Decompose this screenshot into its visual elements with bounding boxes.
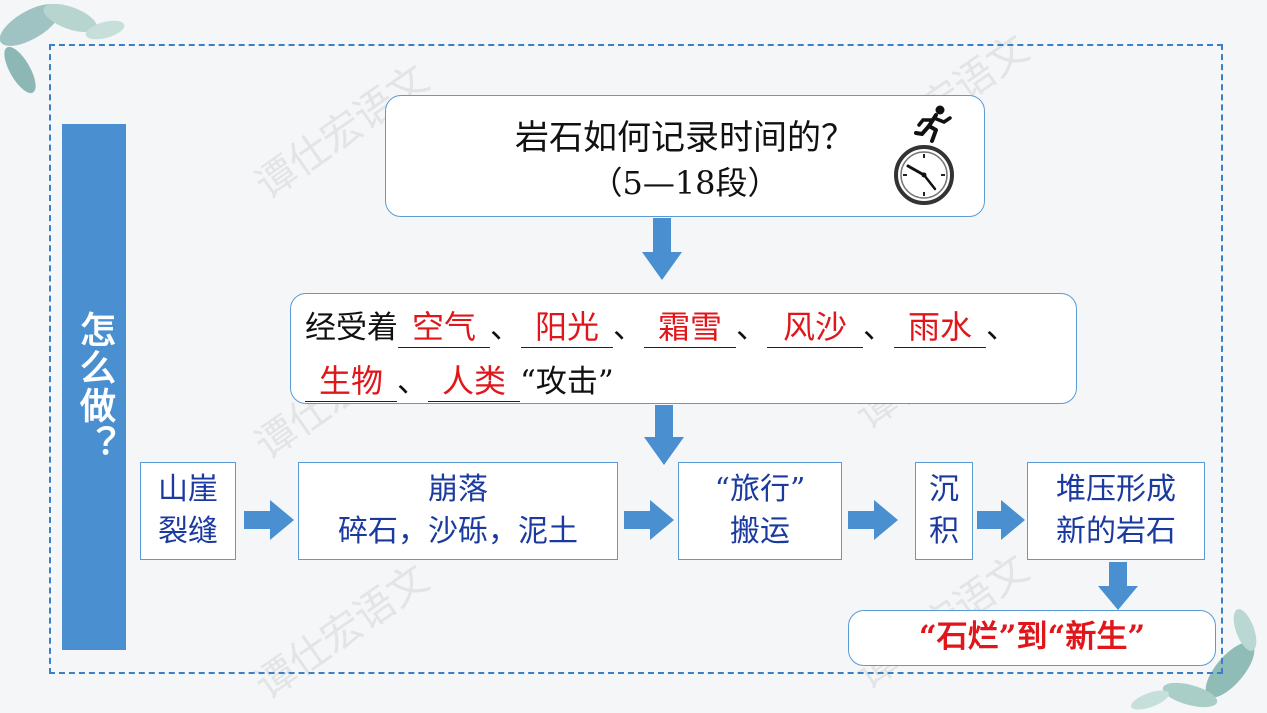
flow-step: 堆压形成 新的岩石: [1027, 462, 1205, 560]
arrow-right-icon: [244, 500, 294, 540]
flow-step-line: 山崖: [158, 472, 218, 507]
answer-blank: 风沙: [767, 307, 863, 348]
flow-step-line: 新的岩石: [1056, 514, 1176, 549]
answer-blank: 霜雪: [644, 307, 736, 348]
attack-suffix: “攻击”: [520, 364, 614, 400]
flow-step-line: 沉: [929, 472, 959, 507]
answer-blank: 空气: [398, 307, 490, 348]
side-title: 怎么做？: [74, 311, 115, 463]
arrow-right-icon: [977, 500, 1025, 540]
result-box: “石烂”到“新生”: [848, 610, 1216, 666]
separator: 、: [986, 310, 1017, 346]
flow-step: 山崖 裂缝: [140, 462, 236, 560]
flow-step: “旅行” 搬运: [678, 462, 842, 560]
side-title-bar: 怎么做？: [62, 124, 126, 650]
flow-step-line: 崩落: [428, 472, 488, 507]
separator: 、: [736, 310, 767, 346]
flow-step-line: 堆压形成: [1056, 472, 1176, 507]
arrow-down-icon: [644, 405, 684, 465]
separator: 、: [863, 310, 894, 346]
question-title: 岩石如何记录时间的？: [515, 118, 855, 158]
flow-step-line: 裂缝: [158, 514, 218, 549]
dashed-frame: [49, 44, 1223, 674]
flow-step-line: “旅行”: [714, 472, 806, 507]
leaf-decoration-bottom-right: [1131, 609, 1257, 710]
question-range: （5—18段）: [590, 164, 780, 202]
arrow-down-icon: [1098, 562, 1138, 610]
answer-blank: 雨水: [894, 307, 986, 348]
arrow-right-icon: [624, 500, 674, 540]
flow-step-line: 碎石，沙砾，泥土: [338, 514, 578, 549]
flow-step: 沉 积: [915, 462, 973, 560]
flow-step-line: 搬运: [730, 514, 790, 549]
running-man-icon: [914, 105, 952, 143]
attack-box: 经受着空气、阳光、霜雪、风沙、雨水、 生物、人类“攻击”: [290, 293, 1077, 404]
flow-step: 崩落 碎石，沙砾，泥土: [298, 462, 618, 560]
leaf-decoration-top-left: [0, 3, 125, 94]
question-box: 岩石如何记录时间的？ （5—18段）: [385, 95, 985, 217]
arrow-right-icon: [848, 500, 898, 540]
answer-blank: 生物: [305, 361, 397, 402]
answer-blank: 人类: [428, 361, 520, 402]
separator: 、: [490, 310, 521, 346]
separator: 、: [397, 364, 428, 400]
flow-step-line: 积: [929, 514, 959, 549]
separator: 、: [613, 310, 644, 346]
attack-prefix: 经受着: [305, 310, 398, 346]
answer-blank: 阳光: [521, 307, 613, 348]
clock-icon: [894, 145, 954, 205]
arrow-down-icon: [642, 218, 682, 280]
